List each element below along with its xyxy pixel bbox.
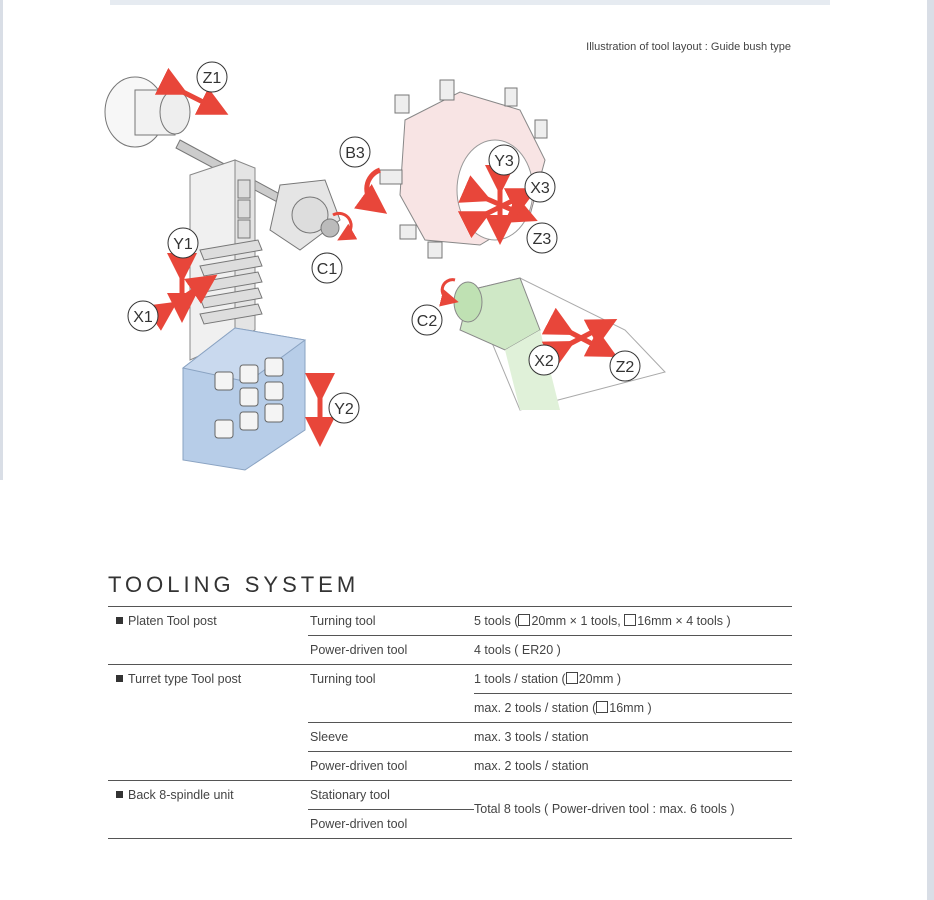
page-right-edge <box>927 0 934 900</box>
tool-cell: Stationary tool <box>310 788 390 802</box>
axis-label-c1: C1 <box>311 252 343 284</box>
spec-cell: 1 tools / station (20mm ) <box>474 672 622 686</box>
axis-label-x1: X1 <box>127 300 159 332</box>
axis-label-y3: Y3 <box>488 144 520 176</box>
svg-text:X3: X3 <box>530 180 550 197</box>
tooling-table: Platen Tool post Turning tool 5 tools (2… <box>108 606 792 839</box>
svg-text:X1: X1 <box>133 309 153 326</box>
spec-cell: max. 2 tools / station (16mm ) <box>474 701 652 715</box>
tool-cell: Power-driven tool <box>310 759 408 773</box>
svg-text:C2: C2 <box>417 313 438 330</box>
row-rule <box>308 751 792 752</box>
spec-cell: max. 2 tools / station <box>474 759 589 773</box>
axis-label-y1: Y1 <box>167 227 199 259</box>
bullet-icon <box>116 791 123 798</box>
bullet-icon <box>116 617 123 624</box>
axis-label-z2: Z2 <box>609 350 641 382</box>
axis-label-x2: X2 <box>528 344 560 376</box>
group-back-spindle: Back 8-spindle unit <box>128 788 234 802</box>
bullet-icon <box>116 675 123 682</box>
tool-cell: Turning tool <box>310 672 376 686</box>
tool-cell: Turning tool <box>310 614 376 628</box>
page-top-band <box>110 0 830 5</box>
spec-cell: 4 tools ( ER20 ) <box>474 643 561 657</box>
axis-label-x3: X3 <box>524 171 556 203</box>
group-platen: Platen Tool post <box>128 614 217 628</box>
page-left-edge <box>0 0 3 480</box>
table-row: Power-driven tool max. 2 tools / station <box>108 751 792 781</box>
axis-label-b3: B3 <box>339 136 371 168</box>
axis-label-y2: Y2 <box>328 392 360 424</box>
svg-text:Z3: Z3 <box>533 231 552 248</box>
row-rule <box>308 722 792 723</box>
spec-cell: 5 tools (20mm × 1 tools, 16mm × 4 tools … <box>474 614 731 628</box>
square-icon <box>518 614 531 626</box>
svg-text:Y2: Y2 <box>334 401 354 418</box>
tool-layout-diagram: Z1 Y1 X1 C1 B3 Y3 X3 Z3 C2 X2 Z2 Y2 <box>104 61 666 471</box>
row-rule <box>308 809 474 810</box>
spec-cell: Total 8 tools ( Power-driven tool : max.… <box>474 802 735 816</box>
svg-text:C1: C1 <box>317 261 338 278</box>
row-rule <box>308 635 792 636</box>
table-row: Power-driven tool 4 tools ( ER20 ) <box>108 635 792 665</box>
back-spindle-unit <box>181 327 307 471</box>
row-rule <box>108 780 792 781</box>
svg-text:X2: X2 <box>534 353 554 370</box>
platen-tool-post <box>189 159 263 361</box>
svg-text:Y3: Y3 <box>494 153 514 170</box>
tool-cell: Power-driven tool <box>310 817 408 831</box>
axis-label-c2: C2 <box>411 304 443 336</box>
tool-cell: Sleeve <box>310 730 349 744</box>
back-spindle <box>453 277 666 411</box>
svg-text:Z2: Z2 <box>616 359 635 376</box>
table-row: Platen Tool post Turning tool 5 tools (2… <box>108 606 792 636</box>
axis-label-z1: Z1 <box>196 61 228 93</box>
table-row: Turret type Tool post Turning tool 1 too… <box>108 664 792 694</box>
table-top-rule <box>108 606 792 607</box>
group-turret: Turret type Tool post <box>128 672 242 686</box>
spec-cell: max. 3 tools / station <box>474 730 589 744</box>
section-title: TOOLING SYSTEM <box>108 572 360 597</box>
row-rule <box>108 664 792 665</box>
table-row: Power-driven tool <box>108 809 792 839</box>
axis-label-z3: Z3 <box>526 222 558 254</box>
table-bottom-rule <box>108 838 792 839</box>
row-rule <box>474 693 792 694</box>
square-icon <box>565 672 578 684</box>
square-icon <box>624 614 637 626</box>
table-row: Back 8-spindle unit Stationary tool Tota… <box>108 780 792 816</box>
motion-arrows <box>144 67 618 447</box>
svg-text:B3: B3 <box>345 145 365 162</box>
tool-cell: Power-driven tool <box>310 643 408 657</box>
svg-text:Y1: Y1 <box>173 236 193 253</box>
table-row: max. 2 tools / station (16mm ) <box>108 693 792 723</box>
table-row: Sleeve max. 3 tools / station <box>108 722 792 752</box>
svg-text:Z1: Z1 <box>203 70 222 87</box>
square-icon <box>596 701 609 713</box>
illustration-caption: Illustration of tool layout : Guide bush… <box>586 41 791 53</box>
turret-tool-post <box>379 79 548 259</box>
